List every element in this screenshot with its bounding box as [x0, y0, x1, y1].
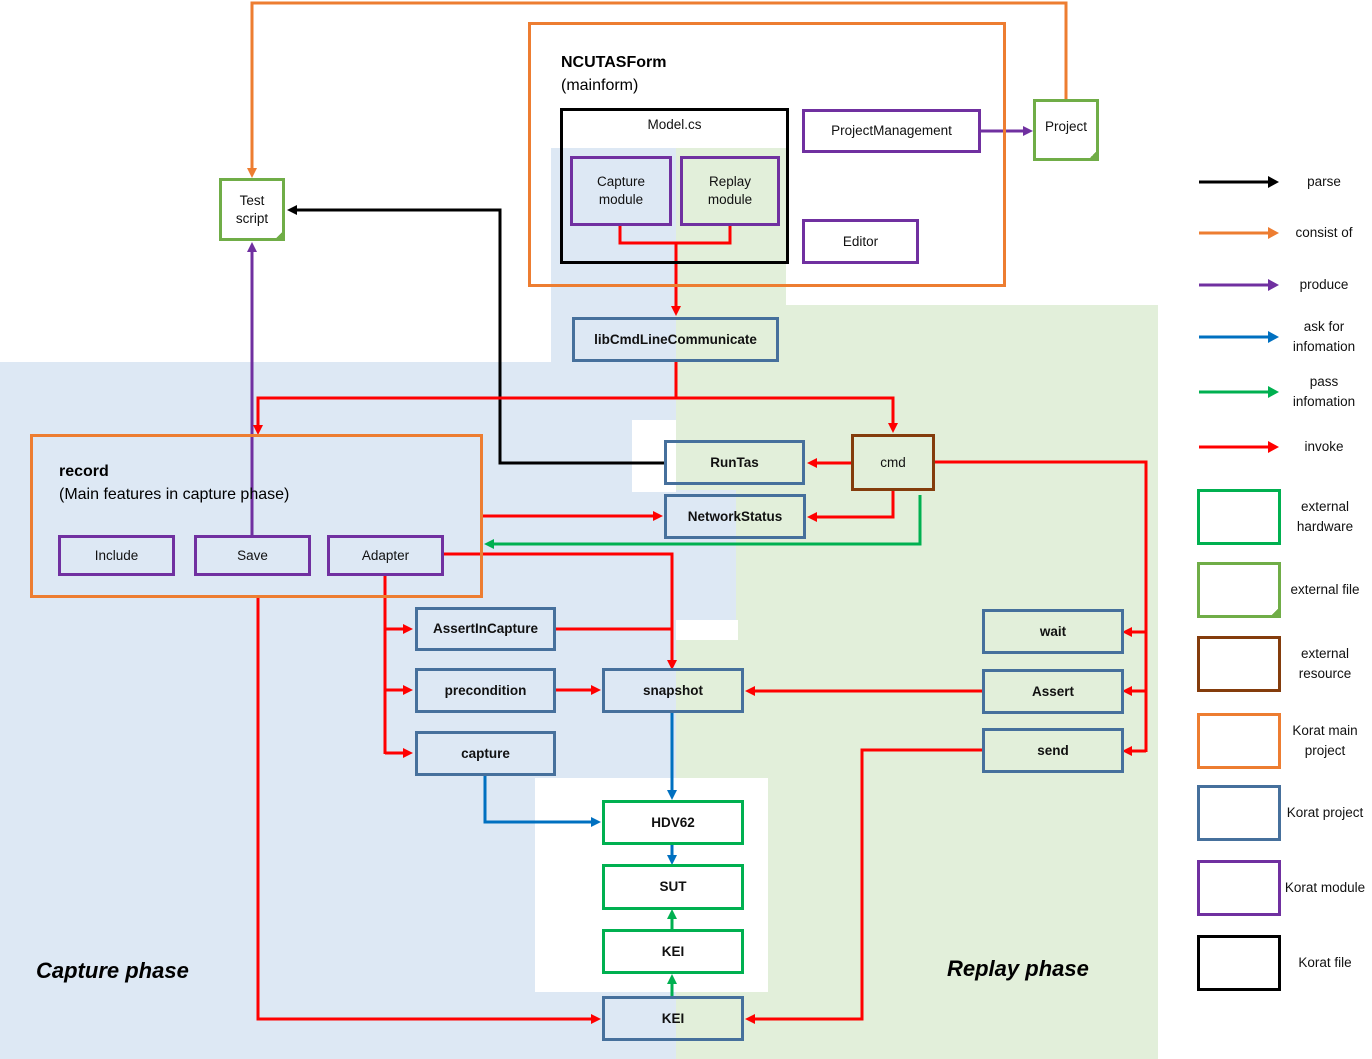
assert-notch — [676, 620, 738, 640]
legend-swatch — [1197, 636, 1281, 692]
ncutasform-container — [528, 22, 1006, 287]
file-fold-icon — [1269, 606, 1281, 618]
capture-module[interactable]: Capture module — [570, 156, 672, 226]
legend-swatch — [1197, 785, 1281, 841]
send[interactable]: send — [982, 728, 1124, 773]
legend-box-label: Korat main project — [1292, 723, 1358, 758]
invoke-lib-cmd — [676, 396, 898, 433]
replay-phase-label: Replay phase — [947, 956, 1089, 981]
file-fold-icon — [273, 229, 285, 241]
model-cs-container — [560, 108, 789, 264]
hdv62-hardware[interactable]: HDV62 — [602, 800, 744, 845]
legend-arrow-label: consist of — [1295, 225, 1353, 241]
project-management[interactable]: ProjectManagement — [802, 109, 981, 153]
legend-arrow-label: ask for infomation — [1292, 319, 1356, 354]
snapshot[interactable]: snapshot — [602, 668, 744, 713]
capture[interactable]: capture — [415, 731, 556, 776]
ask-capture-hdv62 — [483, 775, 601, 827]
test-script-label: Test script — [235, 192, 269, 226]
editor[interactable]: Editor — [802, 219, 919, 264]
legend-swatch — [1197, 713, 1281, 769]
ncutasform-title: NCUTASForm — [561, 54, 667, 71]
legend-box-label: external hardware — [1296, 499, 1354, 534]
legend-arrowhead-icon — [1268, 331, 1279, 343]
project-file[interactable]: Project — [1033, 99, 1099, 161]
legend-arrowhead-icon — [1268, 386, 1279, 398]
kei-project[interactable]: KEI — [602, 996, 744, 1041]
sut-hardware[interactable]: SUT — [602, 864, 744, 910]
invoke-send-kei — [745, 748, 982, 1024]
invoke-cmd-replay-bus — [934, 460, 1148, 752]
invoke-lib-split — [253, 362, 678, 435]
model-cs-title: Model.cs — [647, 117, 702, 133]
legend-box-label: external file — [1290, 582, 1360, 598]
kei-hardware[interactable]: KEI — [602, 929, 744, 974]
runtas[interactable]: RunTas — [664, 440, 805, 485]
record-subtitle: (Main features in capture phase) — [59, 486, 290, 503]
consist-of-project-script — [247, 1, 1068, 178]
legend-swatch — [1197, 489, 1281, 545]
legend-arrowhead-icon — [1268, 279, 1279, 291]
test-script-file[interactable]: Test script — [219, 178, 285, 241]
invoke-cmd-network — [807, 490, 895, 522]
network-band — [676, 490, 736, 620]
record-container — [30, 434, 483, 598]
hardware-clearing — [535, 778, 768, 992]
legend-swatch — [1197, 935, 1281, 991]
wait[interactable]: wait — [982, 609, 1124, 654]
replay-module[interactable]: Replay module — [680, 156, 780, 226]
capture-phase-label: Capture phase — [36, 958, 189, 983]
adapter-module[interactable]: Adapter — [327, 535, 444, 576]
include-module[interactable]: Include — [58, 535, 175, 576]
cmd-resource[interactable]: cmd — [851, 434, 935, 491]
legend-swatch — [1197, 860, 1281, 916]
legend-box-label: Korat module — [1284, 880, 1366, 896]
assert-in-capture[interactable]: AssertInCapture — [415, 607, 556, 651]
legend-arrow-label: produce — [1299, 277, 1349, 293]
legend-arrowhead-icon — [1268, 176, 1279, 188]
legend-swatch — [1197, 562, 1281, 618]
legend-box-label: Korat file — [1298, 955, 1352, 971]
legend-arrow-label: invoke — [1304, 439, 1344, 455]
save-module[interactable]: Save — [194, 535, 311, 576]
legend-arrowhead-icon — [1268, 441, 1279, 453]
ncutasform-subtitle: (mainform) — [561, 77, 639, 94]
network-status[interactable]: NetworkStatus — [664, 494, 806, 539]
file-fold-icon — [1087, 149, 1099, 161]
runtas-clearing — [632, 420, 676, 492]
legend-arrowhead-icon — [1268, 227, 1279, 239]
precondition[interactable]: precondition — [415, 668, 556, 713]
invoke-record-kei — [256, 597, 601, 1024]
pass-network-record — [484, 495, 922, 549]
project-file-label: Project — [1044, 119, 1088, 134]
assert[interactable]: Assert — [982, 669, 1124, 714]
legend-box-label: Korat project — [1286, 805, 1364, 821]
record-title: record — [59, 463, 109, 480]
legend-arrow-label: pass infomation — [1292, 374, 1356, 409]
lib-cmd-line-communicate[interactable]: libCmdLineCommunicate — [572, 317, 779, 362]
legend-box-label: external resource — [1298, 646, 1352, 681]
parse-runtas-script — [287, 205, 665, 465]
legend-arrow-label: parse — [1307, 174, 1341, 190]
